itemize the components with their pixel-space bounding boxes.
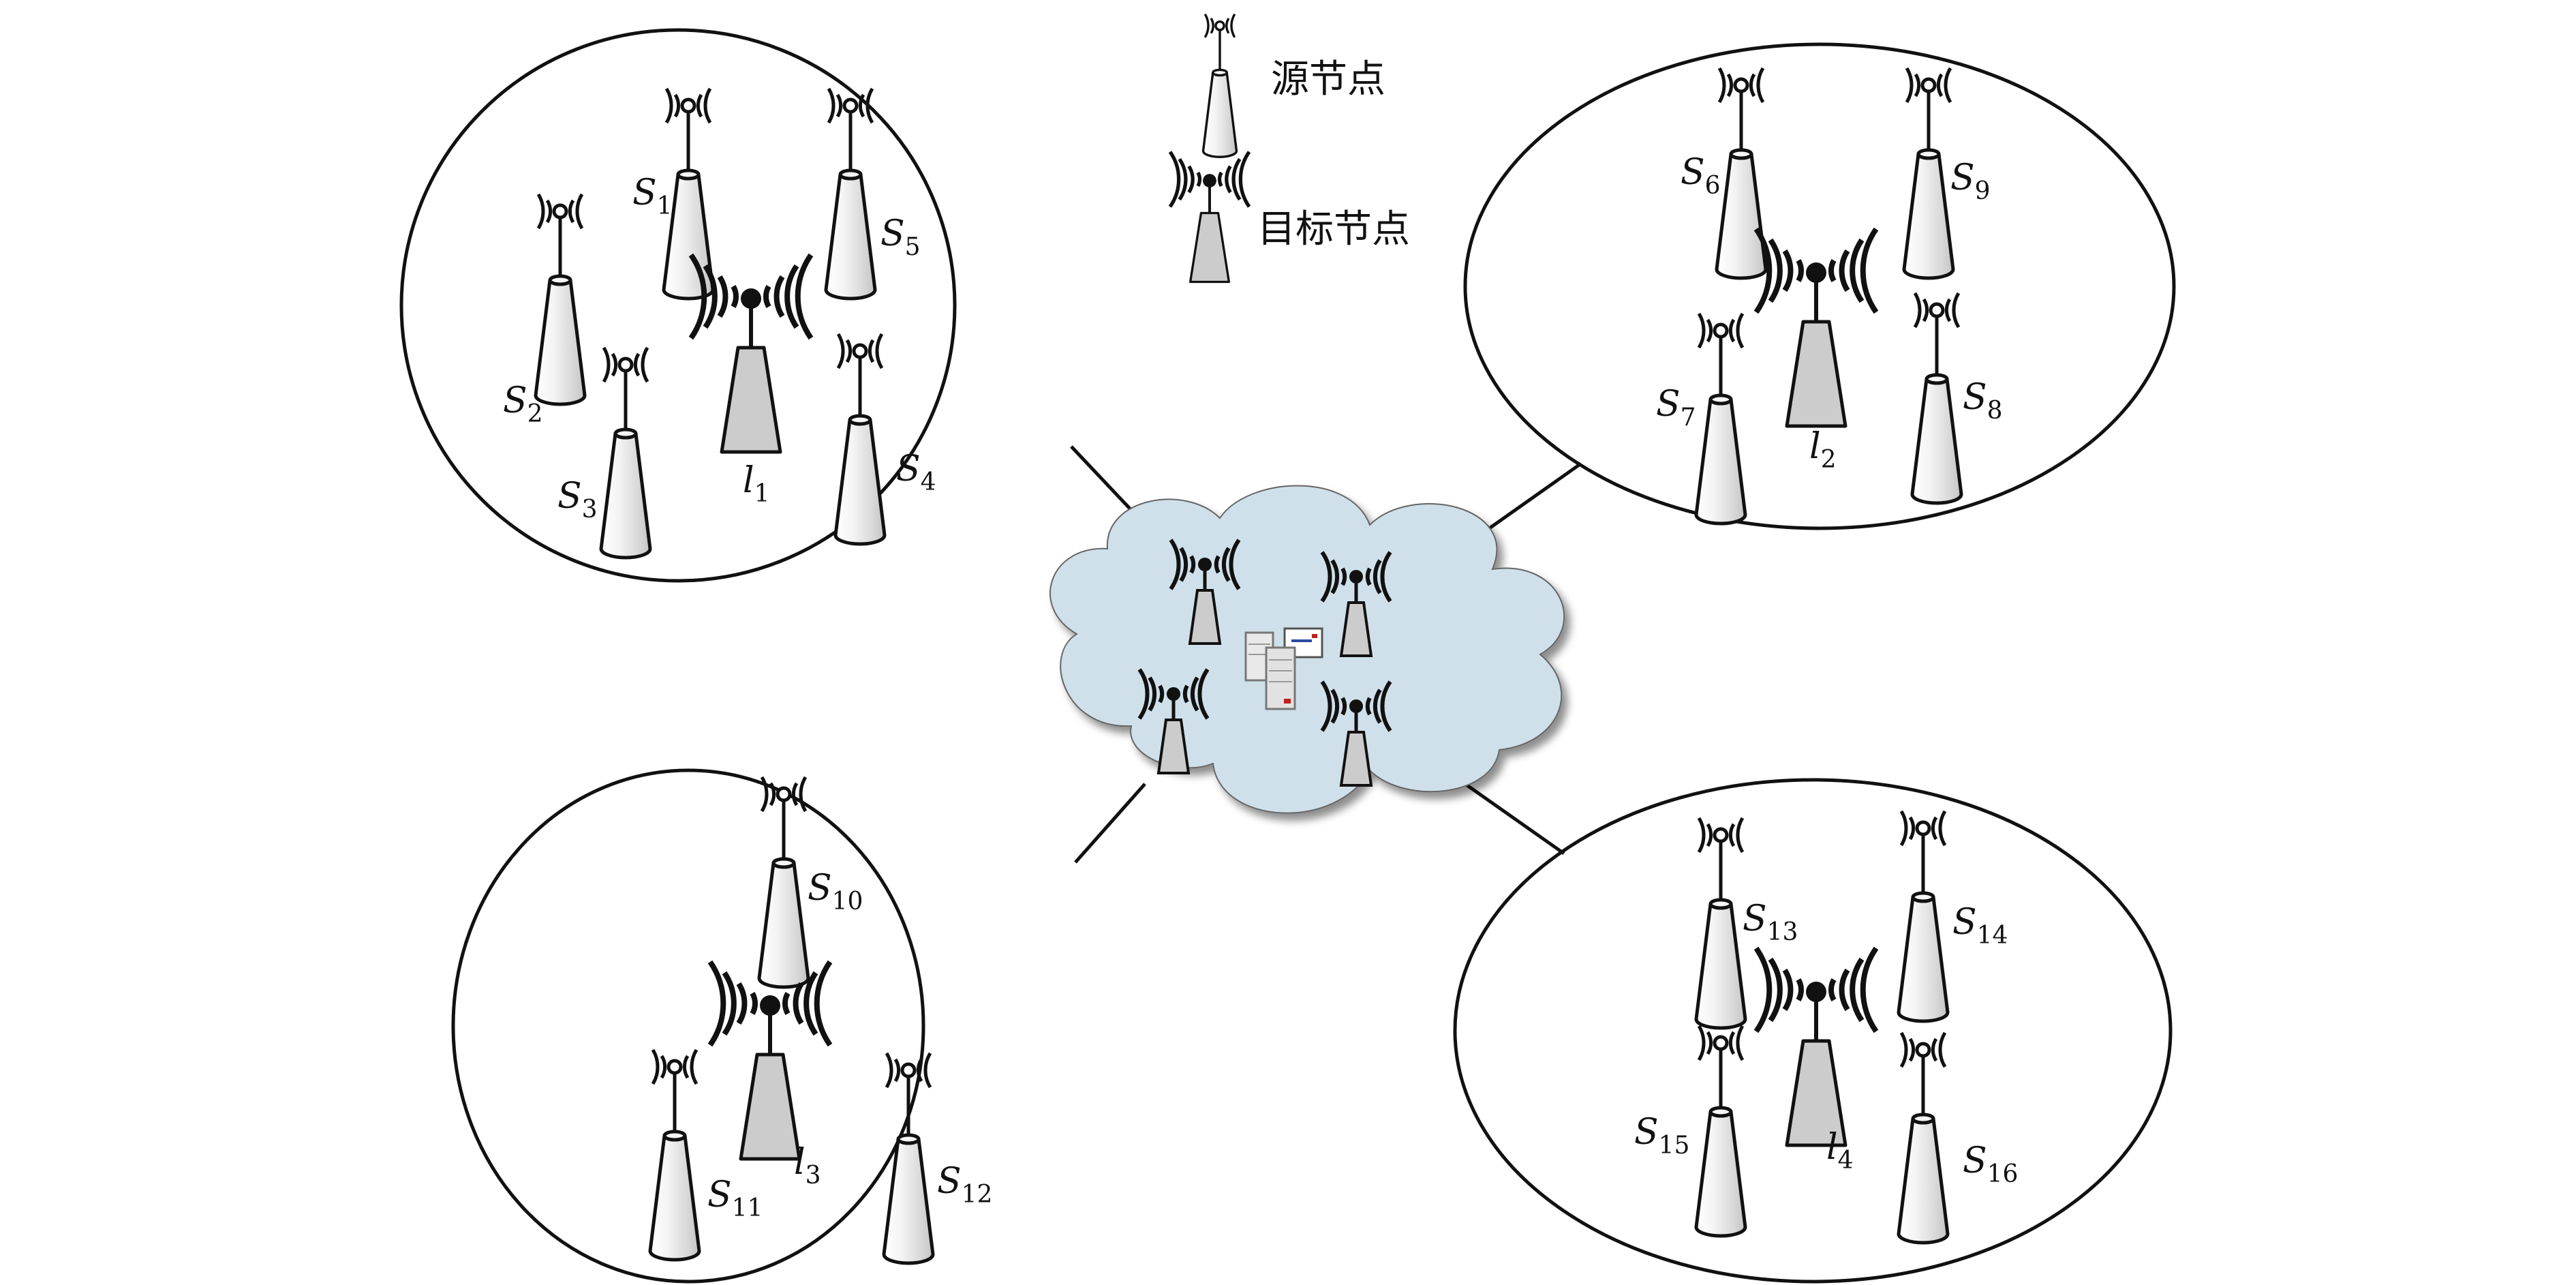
label-s1: S1: [632, 172, 673, 220]
cluster-4: S13 S14 S15 S16 l4: [1634, 811, 2018, 1243]
cluster-1-boundary: [399, 28, 957, 583]
label-s8: S8: [1963, 377, 2003, 425]
server-icon: [1244, 627, 1323, 710]
legend-source-node-icon: [1201, 13, 1238, 158]
label-s16: S16: [1963, 1140, 2018, 1188]
source-node-s15: [1696, 1026, 1745, 1236]
label-l4: l4: [1826, 1127, 1854, 1175]
source-node-s9: [1904, 68, 1953, 278]
label-s11: S11: [707, 1175, 763, 1222]
source-node-s10: [759, 777, 808, 987]
cluster-1: S1 S2 S3 S4 S5 l1: [503, 89, 936, 558]
source-node-s11: [650, 1050, 699, 1260]
source-node-s3: [601, 348, 650, 558]
label-s13: S13: [1743, 898, 1798, 946]
label-l2: l2: [1809, 426, 1837, 474]
cloud-network: [1049, 485, 1565, 814]
label-s14: S14: [1952, 902, 2008, 950]
label-s7: S7: [1656, 384, 1696, 432]
cluster-4-boundary: [1453, 778, 2173, 1284]
label-s15: S15: [1634, 1112, 1689, 1160]
source-node-s2: [536, 194, 585, 404]
target-node-l3: [710, 962, 830, 1159]
legend-target-node-icon: [1170, 152, 1249, 282]
label-l3: l3: [794, 1142, 821, 1190]
label-s4: S4: [896, 449, 936, 496]
label-s3: S3: [557, 476, 598, 524]
source-node-s6: [1717, 68, 1766, 278]
target-node-l2: [1756, 229, 1876, 426]
label-s5: S5: [880, 213, 921, 261]
label-s12: S12: [937, 1161, 992, 1209]
source-node-s7: [1696, 314, 1745, 524]
source-node-s13: [1696, 818, 1745, 1028]
source-node-s5: [826, 89, 875, 299]
label-s6: S6: [1681, 152, 1721, 200]
source-node-s4: [835, 334, 885, 544]
cluster-2: S6 S7 S8 S9 l2: [1656, 68, 2003, 524]
label-l1: l1: [743, 460, 770, 508]
cluster-2-boundary: [1463, 42, 2176, 530]
label-s9: S9: [1950, 157, 1991, 205]
label-s10: S10: [808, 868, 863, 916]
source-node-s16: [1899, 1033, 1948, 1243]
cluster-3: S10 S11 S12 l3: [650, 777, 992, 1263]
legend: 源节点 目标节点: [1170, 13, 1410, 282]
cluster-3-boundary: [451, 768, 925, 1284]
label-s2: S2: [503, 380, 543, 428]
legend-target-label: 目标节点: [1257, 207, 1410, 252]
source-node-s8: [1912, 293, 1961, 503]
target-node-l4: [1756, 948, 1876, 1145]
legend-source-label: 源节点: [1271, 57, 1385, 102]
connector-line-4: [1464, 782, 1565, 856]
connector-line-3: [1074, 783, 1146, 864]
source-node-s14: [1899, 811, 1948, 1021]
